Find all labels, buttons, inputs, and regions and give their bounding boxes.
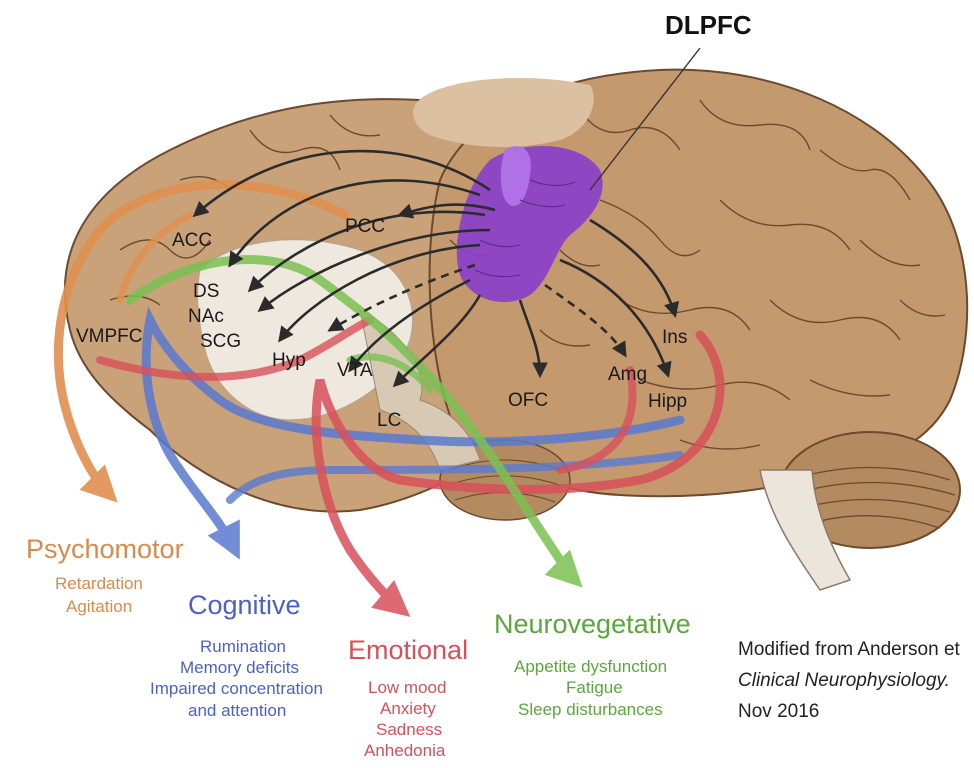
- category-item: Rumination: [200, 637, 286, 656]
- category-item: and attention: [188, 701, 286, 720]
- category-item: Anxiety: [380, 699, 436, 718]
- citation-line-3: Nov 2016: [738, 701, 819, 722]
- category-item: Low mood: [368, 678, 446, 697]
- category-title: Emotional: [348, 635, 468, 665]
- category-item: Agitation: [66, 597, 132, 616]
- label-hipp: Hipp: [648, 391, 687, 412]
- label-ofc: OFC: [508, 390, 548, 411]
- label-scg: SCG: [200, 331, 241, 352]
- category-item: Appetite dysfunction: [514, 657, 667, 676]
- category-psychomotor: Psychomotor Retardation Agitation: [26, 534, 184, 616]
- category-item: Memory deficits: [180, 658, 299, 677]
- label-pcc: PCC: [345, 216, 385, 237]
- category-cognitive: Cognitive Rumination Memory deficits Imp…: [150, 590, 323, 720]
- category-title: Psychomotor: [26, 534, 184, 564]
- brain-illustration: [65, 70, 967, 590]
- category-item: Sadness: [376, 720, 442, 739]
- category-item: Retardation: [55, 574, 143, 593]
- citation-line-2: Clinical Neurophysiology.: [738, 670, 950, 691]
- category-item: Fatigue: [566, 678, 623, 697]
- label-nac: NAc: [188, 306, 224, 327]
- citation-line-1: Modified from Anderson et: [738, 639, 961, 660]
- category-item: Impaired concentration: [150, 679, 323, 698]
- citation: Modified from Anderson et Clinical Neuro…: [738, 639, 961, 722]
- label-lc: LC: [377, 410, 401, 431]
- category-title: Cognitive: [188, 590, 301, 620]
- dlpfc-title: DLPFC: [665, 10, 752, 40]
- label-ins: Ins: [662, 327, 687, 348]
- label-amg: Amg: [608, 364, 647, 385]
- category-item: Anhedonia: [364, 741, 446, 760]
- category-item: Sleep disturbances: [518, 700, 663, 719]
- category-emotional: Emotional Low mood Anxiety Sadness Anhed…: [348, 635, 468, 760]
- label-hyp: Hyp: [272, 350, 306, 371]
- label-ds: DS: [193, 281, 219, 302]
- label-acc: ACC: [172, 230, 212, 251]
- label-vta: VTA: [337, 360, 373, 381]
- category-title: Neurovegetative: [494, 609, 691, 639]
- lifted-cortex-flap: [413, 78, 594, 147]
- label-vmpfc: VMPFC: [76, 326, 143, 347]
- category-neurovegetative: Neurovegetative Appetite dysfunction Fat…: [494, 609, 691, 719]
